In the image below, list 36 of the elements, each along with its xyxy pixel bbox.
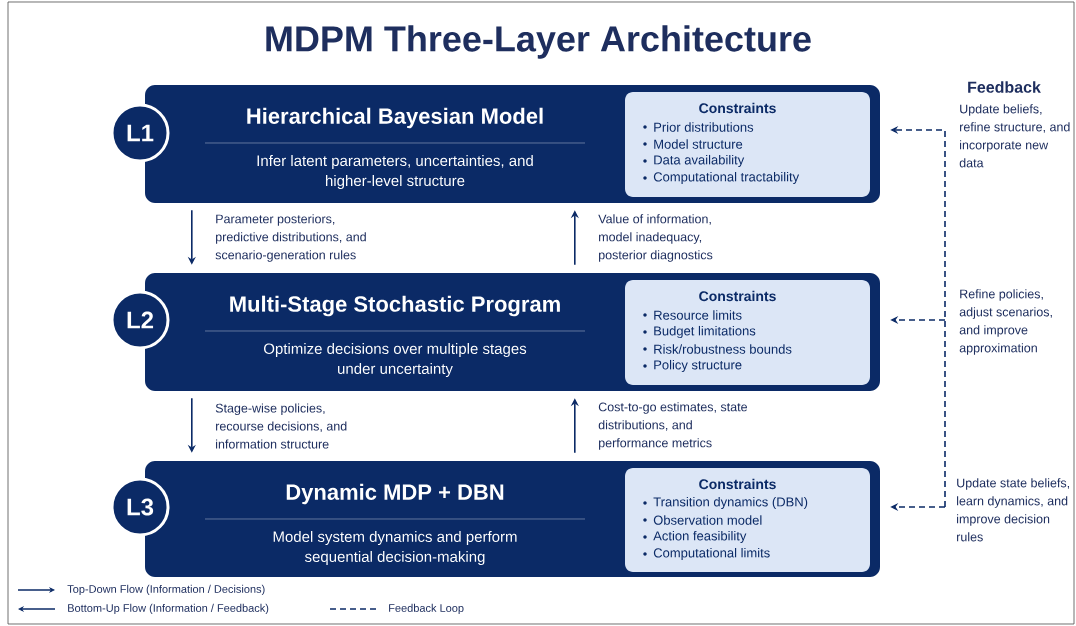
bullet-item: Observation model (643, 515, 762, 525)
feedback-note: Update beliefs, refine structure, and incorporate new data (959, 104, 1070, 168)
edge-label: Parameter posteriors, predictive distributions, and scenario-generation rules (215, 214, 366, 262)
bullet-item: Prior distributions (643, 122, 754, 132)
layer-title: Multi-Stage Stochastic Program (230, 295, 560, 317)
edge-label: Cost-to-go estimates, state distributions, and performance metrics (598, 402, 747, 450)
layer-badge: L1 (110, 103, 170, 163)
bullet-item: Risk/robustness bounds (643, 344, 792, 354)
panel-heading: Constraints (699, 290, 776, 302)
edge-label: Value of information, model inadequacy, posterior diagnostics (598, 214, 713, 262)
layer-description: Infer latent parameters, uncertainties, and higher-level structure (257, 155, 533, 189)
bullet-item: Computational limits (643, 547, 770, 561)
bullet-item: Computational tractability (643, 171, 800, 185)
edge-label: Stage-wise policies, recourse decisions, and information structure (215, 403, 347, 449)
legend-text: Bottom-Up Flow (Information / Feedback) (68, 603, 269, 615)
bullet-item: Budget limitations (643, 325, 756, 339)
bullet-item: Action feasibility (643, 530, 747, 544)
layer-badge: L2 (110, 290, 170, 350)
panel-heading: Constraints (699, 102, 776, 114)
layer-title: Hierarchical Bayesian Model (247, 107, 543, 129)
bullet-item: Transition dynamics (DBN) (643, 496, 808, 510)
layer-title: Dynamic MDP + DBN (286, 483, 504, 505)
layer-badge: L3 (110, 477, 170, 537)
bullet-item: Policy structure (643, 359, 742, 373)
legend-text: Feedback Loop (389, 603, 464, 615)
bullet-item: Resource limits (643, 310, 742, 320)
title: MDPM Three-Layer Architecture (266, 25, 811, 59)
feedback-note: Refine policies, adjust scenarios, and improve approximation (959, 289, 1052, 355)
feedback-heading: Feedback (968, 81, 1041, 93)
bullet-item: Data availability (643, 154, 745, 168)
feedback-note: Update state beliefs, learn dynamics, and improve decision rules (957, 478, 1069, 542)
legend-text: Top-Down Flow (Information / Decisions) (67, 584, 265, 596)
bullet-item: Model structure (643, 139, 743, 149)
panel-heading: Constraints (699, 478, 776, 490)
layer-description: Optimize decisions over multiple stages under uncertainty (264, 343, 527, 377)
layer-description: Model system dynamics and perform sequential decision-making (273, 531, 517, 565)
